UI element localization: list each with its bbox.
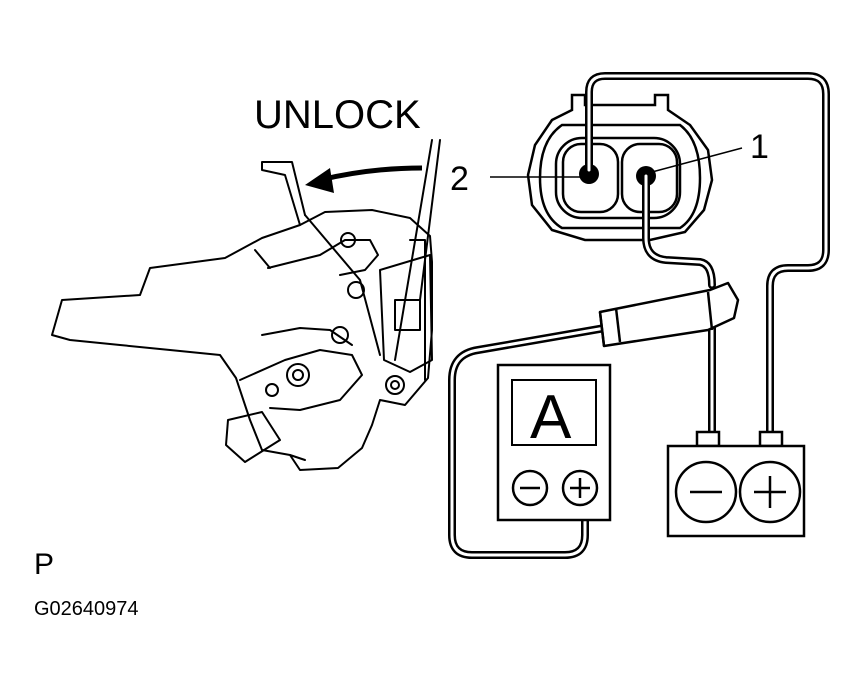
wire-terminal-2-to-battery-positive <box>585 72 830 444</box>
battery <box>666 430 806 538</box>
ammeter <box>496 363 612 522</box>
ammeter-letter: A <box>530 383 572 452</box>
unlock-direction-arrow <box>305 165 423 193</box>
view-label: P <box>34 548 55 581</box>
door-lock-actuator-illustration <box>51 139 441 471</box>
battery-negative-post <box>695 430 721 448</box>
figure-code: G02640974 <box>34 598 139 620</box>
battery-positive-post <box>758 430 784 448</box>
terminal-1-leader <box>651 147 743 173</box>
unlock-label: UNLOCK <box>254 93 421 137</box>
actuator-connector <box>526 93 714 242</box>
test-lead-clip <box>598 281 740 348</box>
terminal-2-label: 2 <box>450 160 469 198</box>
terminal-1-label: 1 <box>750 128 769 166</box>
